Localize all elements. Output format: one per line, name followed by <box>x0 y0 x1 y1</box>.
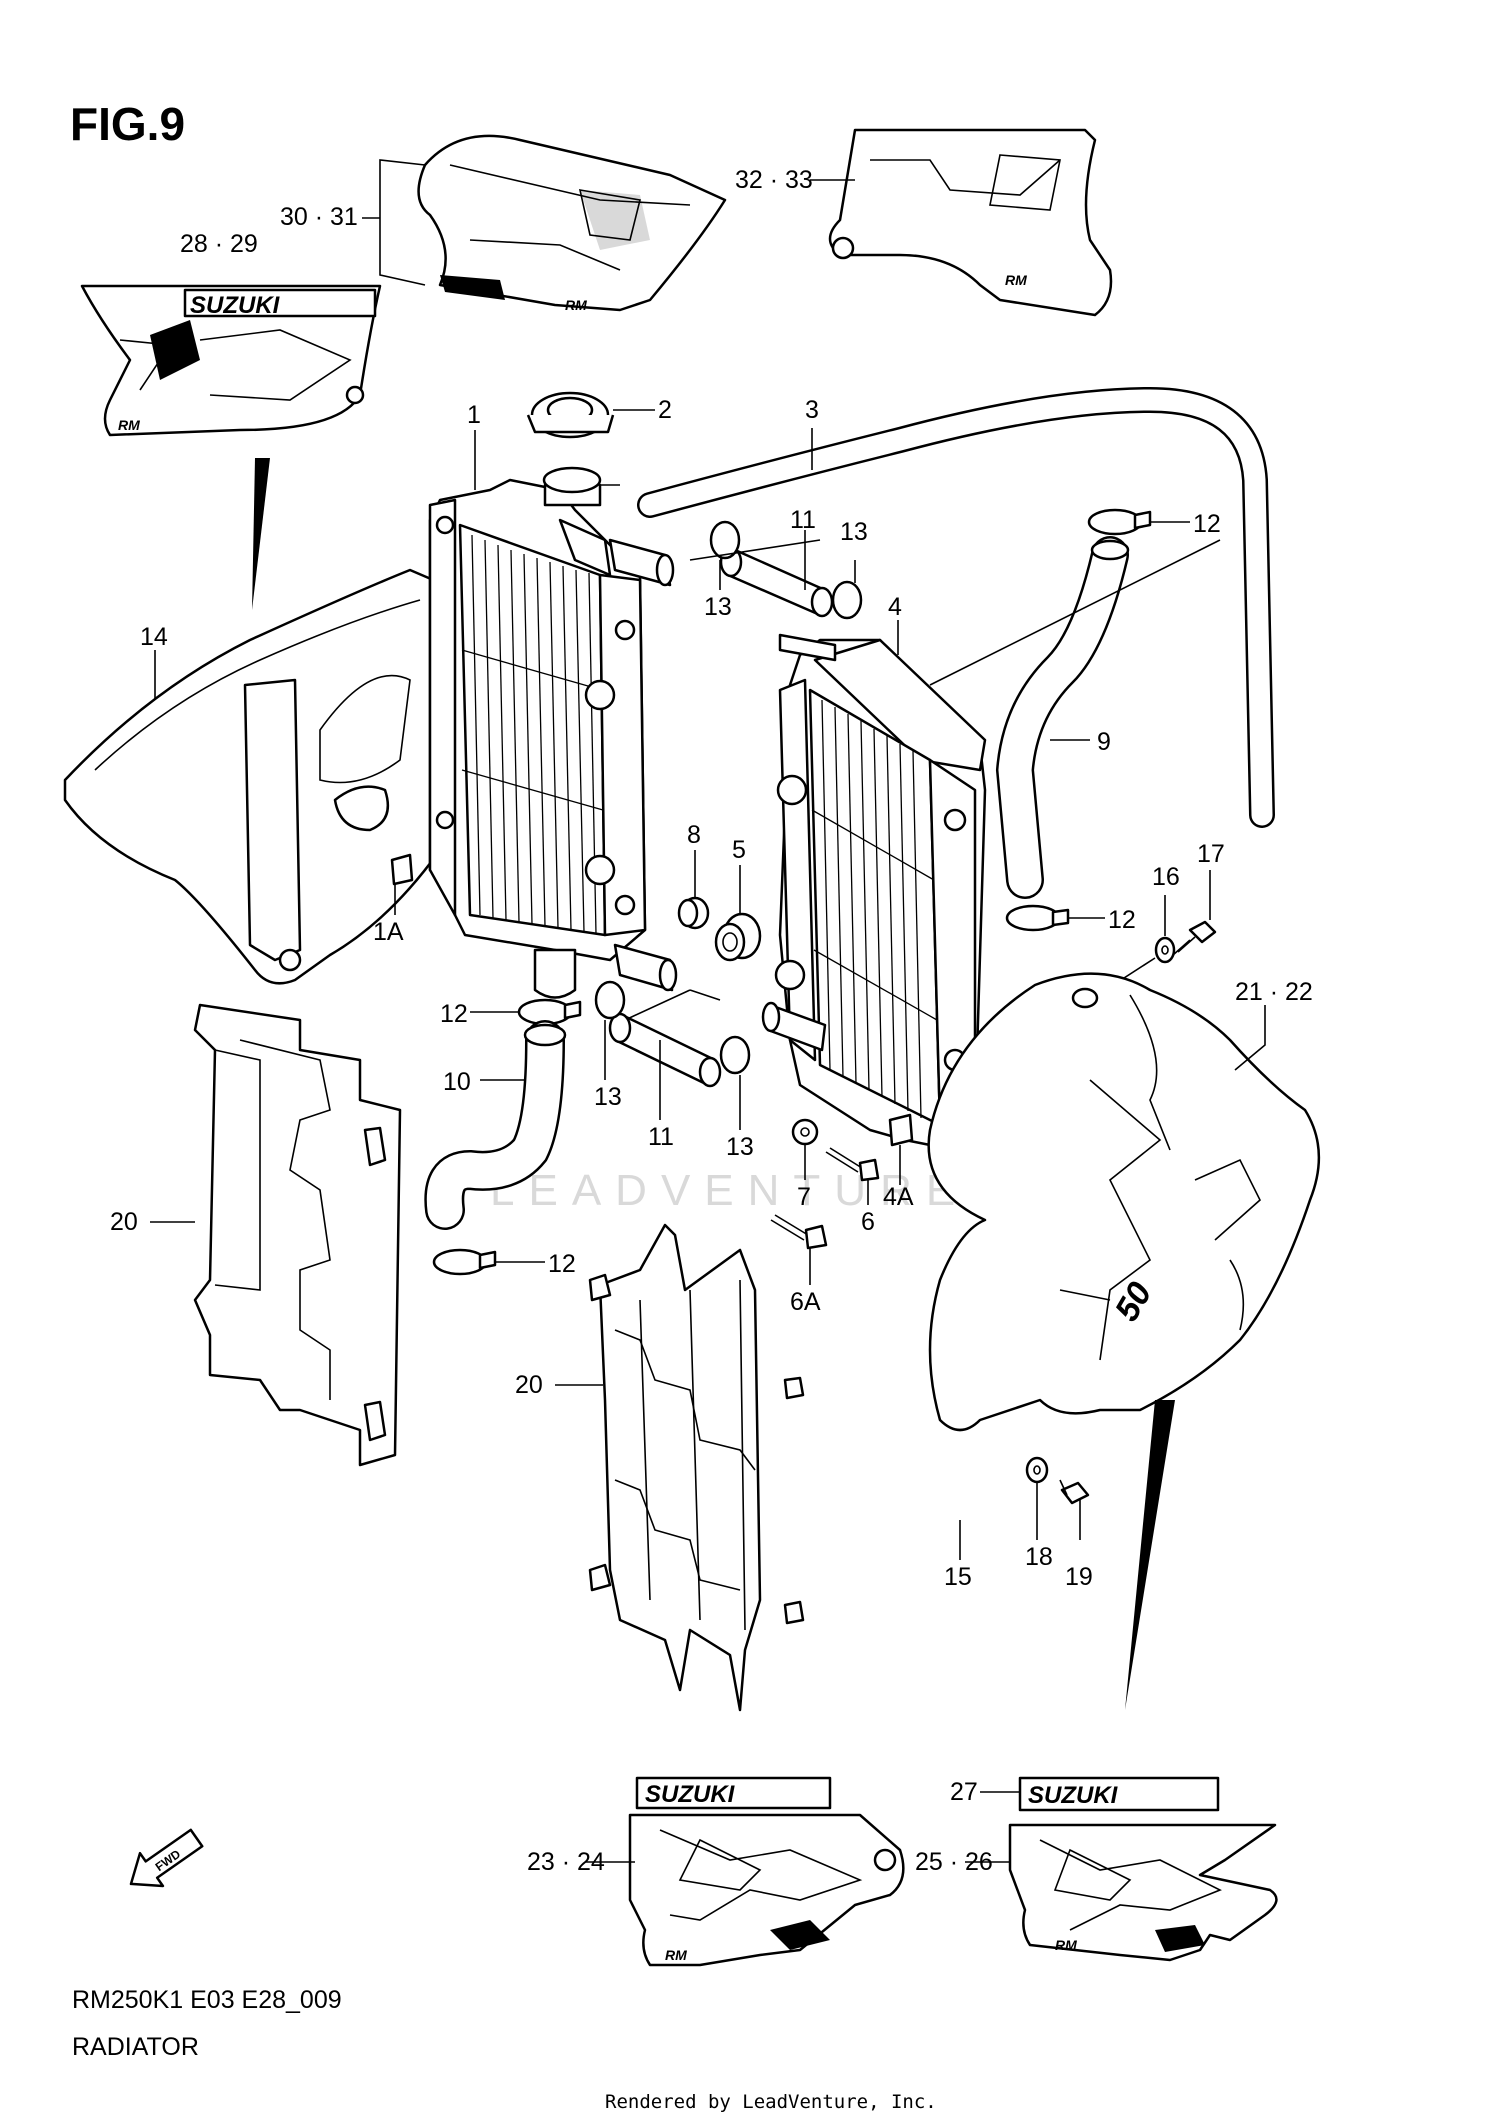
callout-21-22: 21 · 22 <box>1235 978 1313 1006</box>
rendered-by: Rendered by LeadVenture, Inc. <box>605 2091 937 2113</box>
svg-text:RM: RM <box>1055 1937 1077 1953</box>
callout-7: 7 <box>797 1183 811 1211</box>
radiator-right <box>761 633 987 1147</box>
callout-17: 17 <box>1197 840 1225 868</box>
model-code: RM250K1 E03 E28_009 <box>72 1986 342 2014</box>
callout-13-c: 13 <box>594 1083 622 1111</box>
callout-12-c: 12 <box>440 1000 468 1028</box>
clamp-13-lower <box>594 980 751 1075</box>
bolt-17 <box>1172 920 1217 956</box>
decal-25-26: RM <box>1008 1823 1278 1962</box>
callout-25-26: 25 · 26 <box>915 1848 993 1876</box>
svg-text:RM: RM <box>1005 272 1027 288</box>
callout-6a: 6A <box>790 1288 821 1316</box>
bolt-19 <box>1059 1479 1090 1540</box>
callout-27: 27 <box>950 1778 978 1806</box>
callout-12-d: 12 <box>548 1250 576 1278</box>
radiator-cap <box>526 391 615 439</box>
callout-3: 3 <box>805 396 819 424</box>
callout-19: 19 <box>1065 1563 1093 1591</box>
hose-10 <box>424 1020 567 1230</box>
radiator-shroud-left <box>63 568 447 985</box>
callout-5: 5 <box>732 836 746 864</box>
fwd-arrow-icon: FWD <box>129 1828 204 1888</box>
svg-text:RM: RM <box>665 1947 687 1963</box>
callout-10: 10 <box>443 1068 471 1096</box>
figure-title: FIG.9 <box>70 98 185 150</box>
callout-32-33: 32 · 33 <box>735 166 813 194</box>
callout-1: 1 <box>467 401 481 429</box>
callout-16: 16 <box>1152 863 1180 891</box>
decal-27: SUZUKI <box>1018 1776 1220 1812</box>
callout-4a: 4A <box>883 1183 914 1211</box>
section-name: RADIATOR <box>72 2033 199 2061</box>
radiator-left <box>390 466 678 999</box>
callout-6: 6 <box>861 1208 875 1236</box>
callout-1a: 1A <box>373 918 404 946</box>
callout-13-a: 13 <box>840 518 868 546</box>
callout-28-29: 28 · 29 <box>180 230 258 258</box>
svg-text:RM: RM <box>565 297 587 313</box>
callout-15: 15 <box>944 1563 972 1591</box>
hose-11-lower <box>608 1012 722 1088</box>
callout-11-lower: 11 <box>648 1123 674 1151</box>
hose-11-upper <box>719 546 834 618</box>
callout-30-31: 30 · 31 <box>280 203 358 231</box>
callout-11-upper: 11 <box>790 506 816 534</box>
washer-18 <box>1025 1456 1049 1484</box>
decal-brand-text-2: SUZUKI <box>645 1781 736 1808</box>
bolt-6a <box>770 1214 828 1250</box>
callout-20-left: 20 <box>110 1208 138 1236</box>
callout-23-24: 23 · 24 <box>527 1848 605 1876</box>
clamp-12-c <box>517 998 582 1026</box>
callout-14: 14 <box>140 623 168 651</box>
washer-7 <box>791 1118 819 1146</box>
hose-9 <box>995 536 1130 899</box>
callout-18: 18 <box>1025 1543 1053 1571</box>
callout-20-center: 20 <box>515 1371 543 1399</box>
radiator-shroud-right: 50 <box>927 972 1321 1432</box>
callout-4: 4 <box>888 593 902 621</box>
washer-16 <box>1154 936 1176 964</box>
clamp-12-a <box>1087 508 1152 536</box>
callout-8: 8 <box>687 821 701 849</box>
radiator-guard-left <box>193 1003 402 1467</box>
clamp-12-d <box>432 1248 497 1276</box>
decal-30-31: RM <box>417 134 727 313</box>
svg-text:RM: RM <box>118 417 140 433</box>
callout-12-a: 12 <box>1193 510 1221 538</box>
grommet-5 <box>714 912 762 962</box>
clamp-12-b <box>1005 904 1070 932</box>
decal-28-29: SUZUKI RM <box>80 284 382 437</box>
decal-23-24: SUZUKI RM <box>628 1776 905 1967</box>
decal-brand-text: SUZUKI <box>190 292 281 319</box>
radiator-guard-center <box>588 1223 805 1712</box>
callout-9: 9 <box>1097 728 1111 756</box>
callout-13-d: 13 <box>726 1133 754 1161</box>
bolt-6 <box>825 1147 880 1182</box>
callout-12-b: 12 <box>1108 906 1136 934</box>
breather-hose <box>637 386 1275 828</box>
decal-brand-text-3: SUZUKI <box>1028 1782 1119 1809</box>
decal-32-33: RM <box>828 128 1113 317</box>
callout-13-b: 13 <box>704 593 732 621</box>
clamp-13-upper <box>709 520 863 620</box>
callout-2: 2 <box>658 396 672 424</box>
collar-8 <box>677 896 710 930</box>
